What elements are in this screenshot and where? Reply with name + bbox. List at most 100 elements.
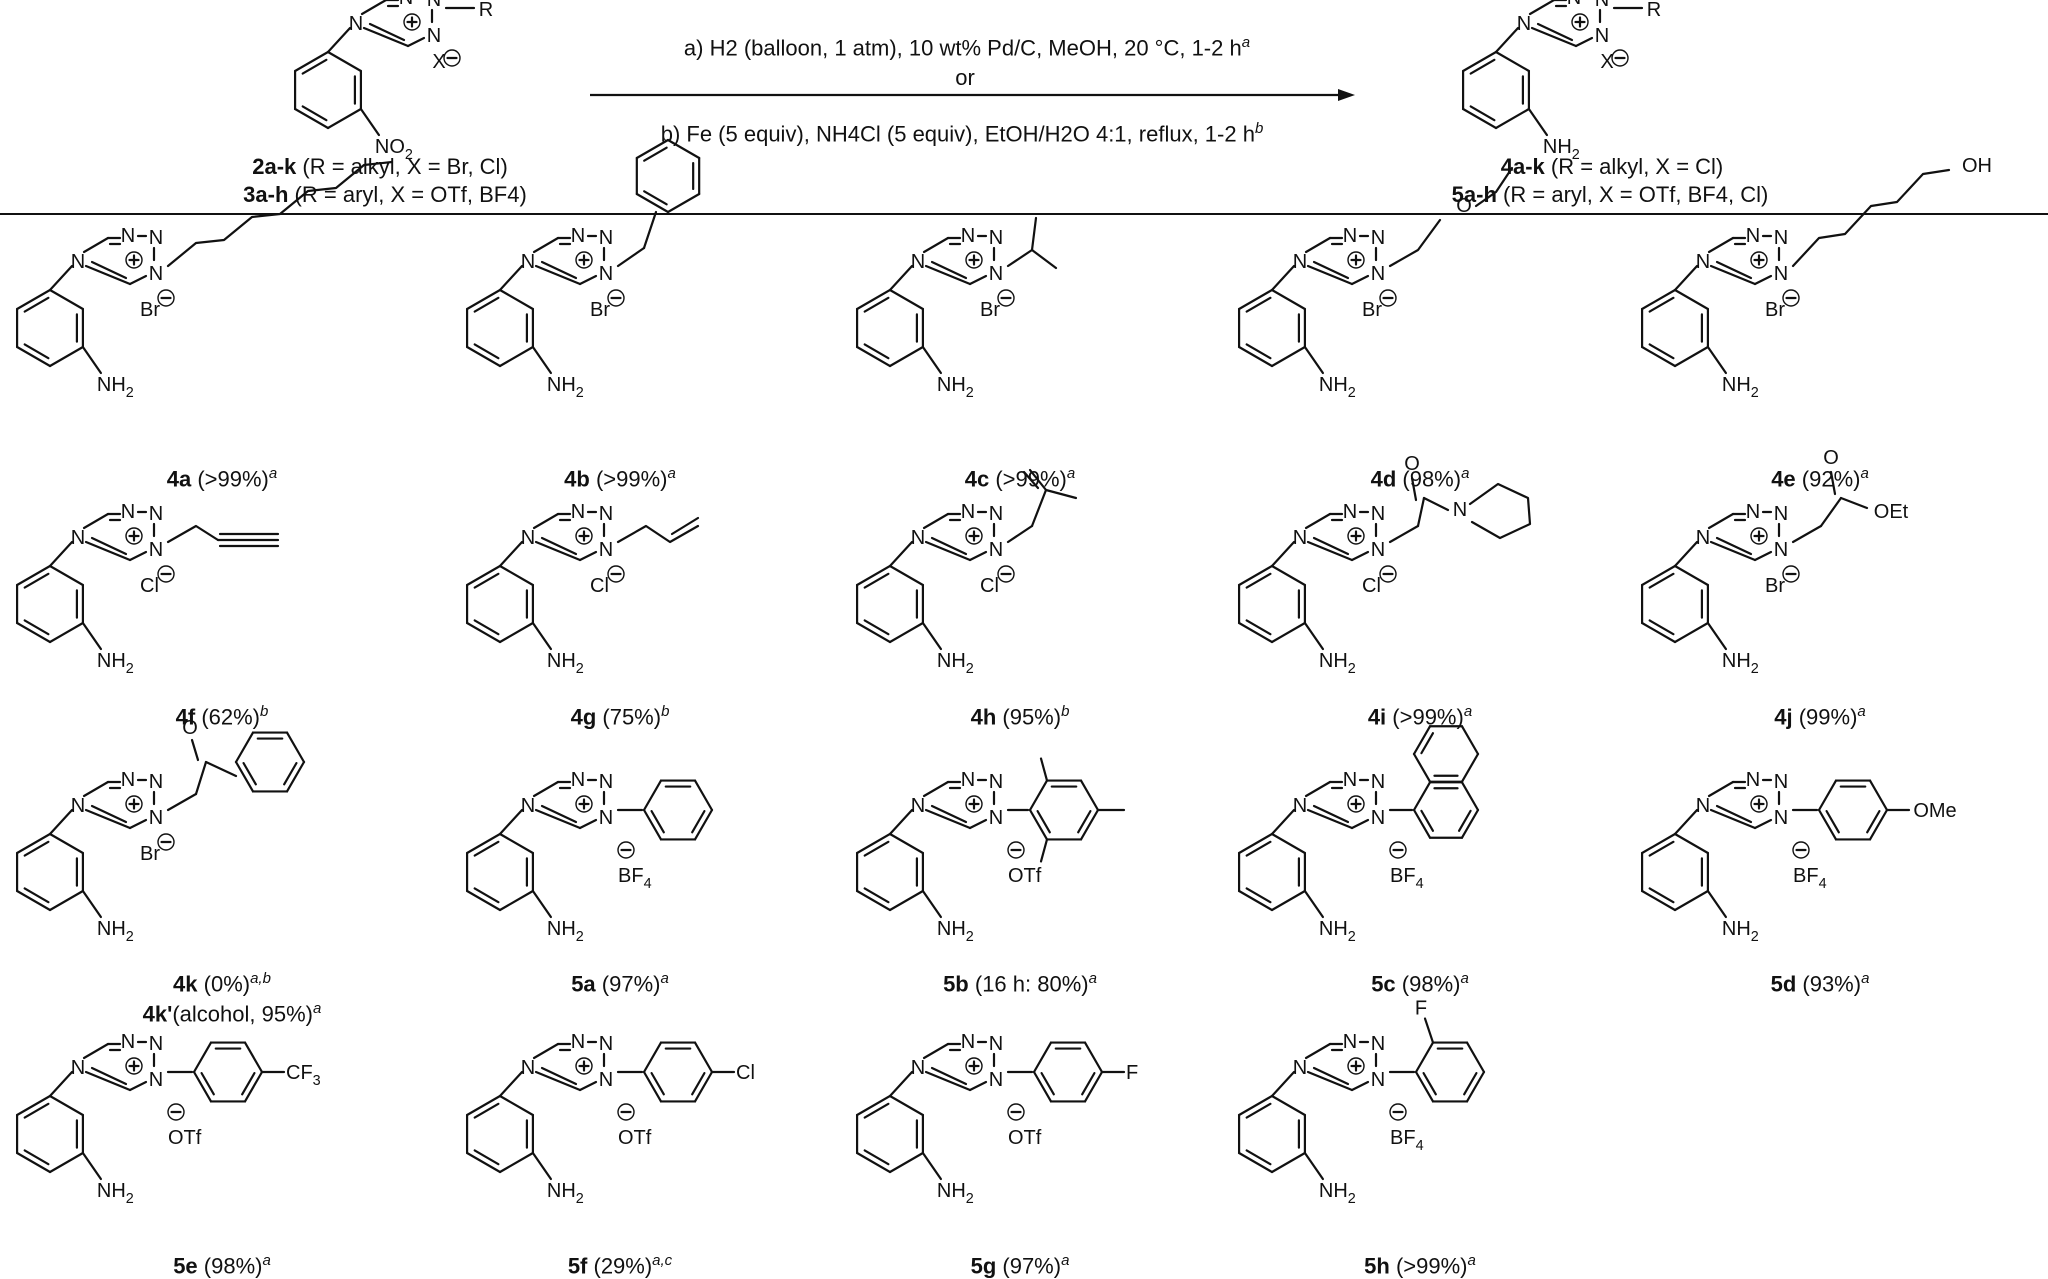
ring-nitrogen-1: N (1774, 263, 1788, 285)
ring-double-bond (23, 296, 50, 313)
carbonyl-oxygen: O (182, 717, 198, 739)
counterion: Br (1362, 299, 1382, 321)
aniline-ring (855, 288, 925, 368)
amine-bond (921, 889, 943, 919)
aryl-n-bond (498, 1070, 524, 1098)
ring-bond (578, 274, 598, 286)
ring-bond (360, 0, 388, 16)
ring-double-bond (1457, 809, 1472, 832)
positive-charge (1750, 795, 1768, 813)
ring-bond (1270, 1094, 1307, 1117)
ring-bond (666, 138, 701, 160)
counterion-charge (1007, 1103, 1025, 1121)
ring-bond (1270, 564, 1307, 587)
bond (1422, 496, 1450, 512)
amine-bond (81, 621, 103, 651)
ring-nitrogen-2: N (1746, 769, 1760, 791)
aryl-n-bond (888, 808, 914, 836)
positive-charge (1571, 13, 1589, 31)
ring-bond (1237, 832, 1274, 855)
amine-group: NH2 (547, 1180, 584, 1207)
aniline-ring (465, 564, 535, 644)
ring-nitrogen-1: N (1595, 25, 1609, 47)
ring-double-bond (650, 1072, 665, 1096)
ring-nitrogen-1: N (149, 1033, 163, 1055)
ring-nitrogen-4: N (1293, 1057, 1307, 1079)
ring-nitrogen-4: N (911, 527, 925, 549)
ring-bond (285, 760, 306, 793)
counterion: Cl (590, 575, 609, 597)
aryl-n-bond (888, 540, 914, 568)
ring-bond (1494, 50, 1531, 73)
ring-double-bond (1420, 732, 1435, 755)
ring-bond (1709, 540, 1757, 562)
ring-bond (82, 236, 110, 254)
bond (1006, 524, 1034, 544)
ring-nitrogen-4: N (911, 795, 925, 817)
counterion-charge (157, 565, 175, 583)
ring-double-bond (473, 887, 500, 904)
aryl-n-bond (498, 264, 524, 292)
positive-charge (125, 527, 143, 545)
ring-nitrogen-1: N (149, 771, 163, 793)
ring-nitrogen-4: N (911, 1057, 925, 1079)
aryl-n-bond (888, 1070, 914, 1098)
compound-caption-4k': 4k'(alcohol, 95%)a (142, 1000, 322, 1027)
ring-double-bond (473, 619, 500, 636)
ring-bond (48, 1094, 85, 1117)
ring-bond (285, 731, 306, 764)
aniline-ring (855, 564, 925, 644)
ring-bond (532, 236, 560, 254)
ring-bond (498, 1151, 535, 1174)
amine-bond (1303, 345, 1325, 375)
ring-nitrogen-1: N (1774, 227, 1788, 249)
start-material-label-1: 2a-k (R = alkyl, X = Br, Cl) (252, 154, 508, 179)
compound-caption-4b: 4b (>99%)a (564, 465, 676, 492)
aniline-ring (15, 288, 85, 368)
compound-caption-5c: 5c (98%)a (1371, 970, 1469, 997)
ring-bond (498, 889, 535, 912)
ring-double-bond (473, 343, 500, 360)
ring-bond (855, 345, 892, 368)
ring-double-bond (691, 1072, 706, 1096)
ring-bond (693, 808, 714, 841)
ring-double-bond (1420, 809, 1435, 832)
ring-bond (1350, 1080, 1370, 1092)
ring-double-bond (23, 840, 50, 857)
ring-nitrogen-4: N (521, 251, 535, 273)
ring-bond (578, 550, 598, 562)
amine-bond (1303, 621, 1325, 651)
ring-bond (693, 1070, 714, 1103)
aniline-ring (1640, 832, 1710, 912)
ring-double-bond (473, 296, 500, 313)
r-group: R (479, 0, 493, 21)
ring-nitrogen-4: N (1696, 527, 1710, 549)
negative-charge (1611, 49, 1629, 67)
compound-caption-5f: 5f (29%)a,c (567, 1252, 673, 1279)
ring-nitrogen-4: N (1293, 795, 1307, 817)
ring-bond (82, 780, 110, 798)
ring-double-bond (90, 804, 128, 824)
positive-charge (1347, 251, 1365, 269)
ring-nitrogen-4: N (1517, 13, 1531, 35)
ring-bond (1709, 808, 1757, 830)
ring-bond (666, 192, 701, 214)
aniline-ring (1640, 288, 1710, 368)
compound-caption-5g: 5g (97%)a (970, 1252, 1070, 1279)
ring-bond (888, 621, 925, 644)
ring-bond (855, 564, 892, 587)
ring-nitrogen-1: N (1371, 263, 1385, 285)
amine-bond (81, 345, 103, 375)
bond (1791, 524, 1823, 544)
counterion-charge (1389, 1103, 1407, 1121)
ring-bond (15, 1094, 52, 1117)
ring-double-bond (540, 260, 578, 280)
counterion-charge (1792, 841, 1810, 859)
ring-bond (968, 1080, 988, 1092)
